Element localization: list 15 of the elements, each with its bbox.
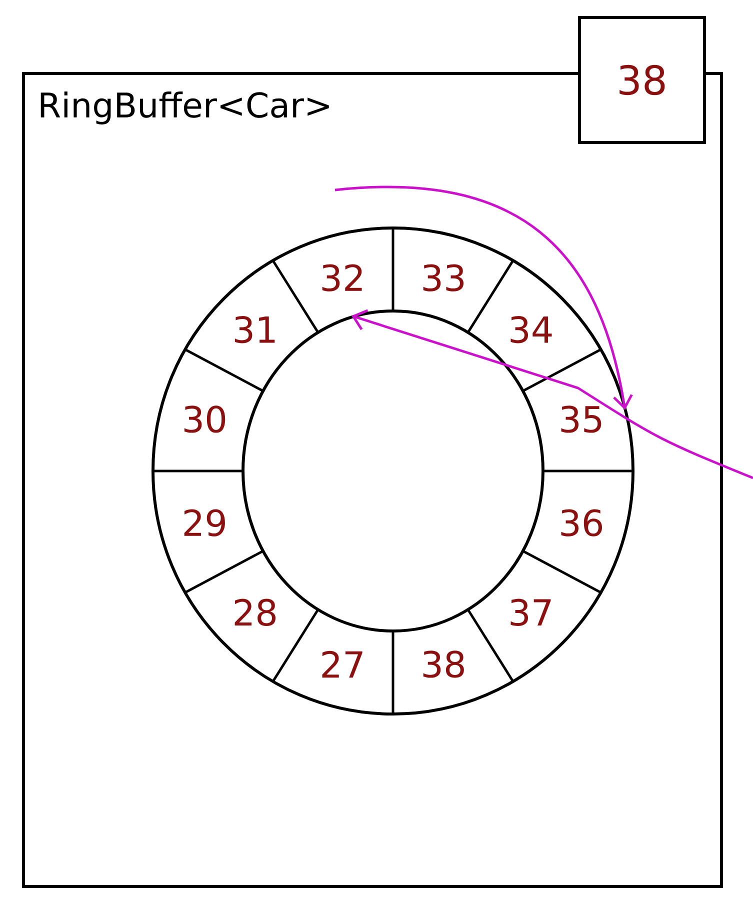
slot-number: 32 (322, 264, 362, 292)
slot-number: 29 (184, 509, 225, 536)
slot-number: 28 (234, 598, 276, 626)
slot-number: 27 (322, 650, 362, 678)
slot-number: 37 (510, 598, 551, 626)
slot-number: 30 (184, 406, 226, 433)
slot-number: 34 (510, 316, 552, 344)
slot-number: 38 (423, 650, 464, 678)
slot-number: 33 (423, 264, 464, 292)
ring (152, 226, 634, 716)
slot-number: 36 (561, 509, 602, 536)
arrow (351, 309, 753, 480)
slot-number: 35 (561, 406, 602, 433)
slot-number: 31 (234, 316, 275, 344)
value-box: 38 (578, 16, 706, 144)
